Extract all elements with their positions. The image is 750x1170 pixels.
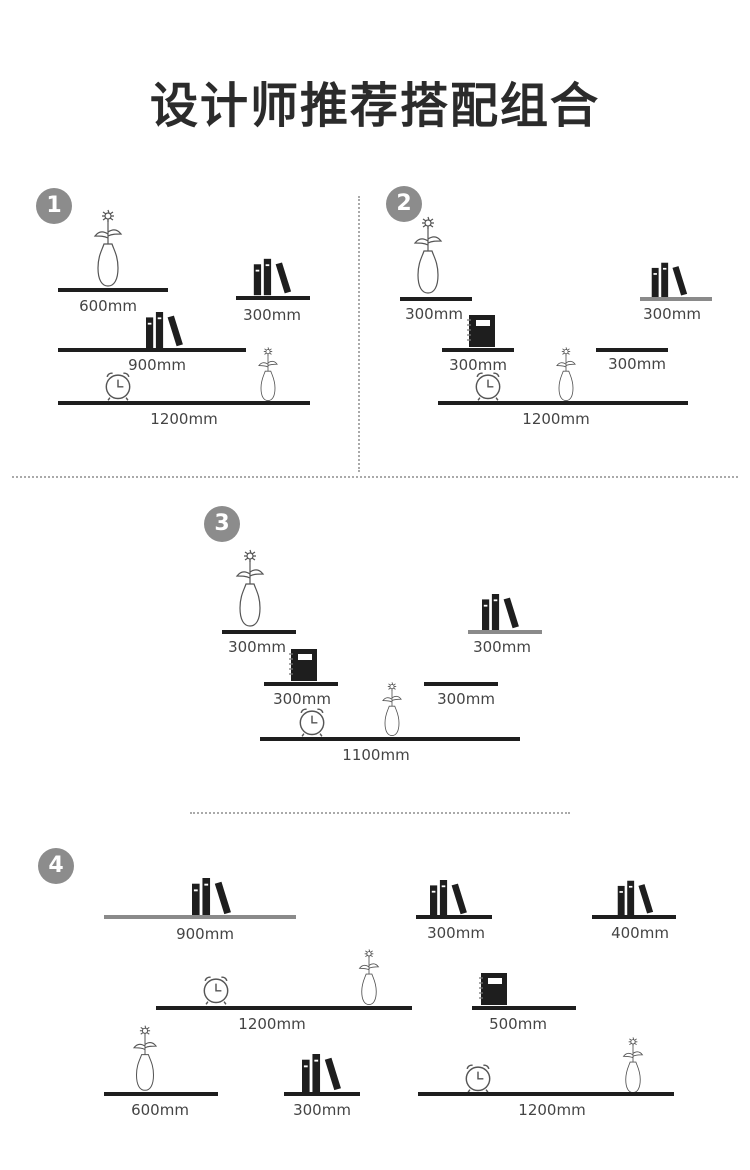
- shelf-label: 900mm: [176, 925, 234, 943]
- books-icon: [252, 258, 292, 296]
- shelf-label: 300mm: [643, 305, 701, 323]
- notebook-icon: [288, 648, 318, 682]
- shelf-1200mm: [156, 1006, 412, 1010]
- books-icon: [190, 878, 232, 916]
- flower-vase-icon: [618, 1036, 648, 1094]
- shelf-1200mm: [438, 401, 688, 405]
- shelf-label: 300mm: [427, 924, 485, 942]
- books-icon: [650, 262, 688, 298]
- shelf-label: 1100mm: [342, 746, 410, 764]
- shelf-label: 600mm: [131, 1101, 189, 1119]
- notebook-icon: [478, 972, 508, 1006]
- books-icon: [428, 880, 468, 916]
- page-title: 设计师推荐搭配组合: [149, 78, 600, 134]
- shelf-label: 300mm: [449, 356, 507, 374]
- shelf-label: 1200mm: [238, 1015, 306, 1033]
- alarm-clock-icon: [470, 368, 506, 402]
- shelf-900mm: [58, 348, 246, 352]
- shelf-300mm: [236, 296, 310, 300]
- flower-vase-icon: [378, 680, 406, 738]
- shelf-label: 600mm: [79, 297, 137, 315]
- books-icon: [480, 594, 520, 630]
- shelf-label: 1200mm: [150, 410, 218, 428]
- shelf-label: 300mm: [473, 638, 531, 656]
- shelf-600mm: [58, 288, 168, 292]
- flower-vase-icon: [408, 214, 448, 296]
- shelf-label: 500mm: [489, 1015, 547, 1033]
- shelf-1100mm: [260, 737, 520, 741]
- shelf-400mm: [592, 915, 676, 919]
- shelf-300mm: [424, 682, 498, 686]
- flower-vase-icon: [552, 346, 580, 402]
- shelf-label: 300mm: [405, 305, 463, 323]
- shelf-label: 300mm: [437, 690, 495, 708]
- shelf-300mm: [442, 348, 514, 352]
- alarm-clock-icon: [198, 972, 234, 1006]
- alarm-clock-icon: [460, 1060, 496, 1094]
- books-icon: [300, 1054, 342, 1092]
- shelf-label: 300mm: [228, 638, 286, 656]
- flower-vase-icon: [254, 346, 282, 402]
- books-icon: [616, 880, 654, 916]
- shelf-300mm: [416, 915, 492, 919]
- shelf-300mm: [400, 297, 472, 301]
- shelf-300mm: [284, 1092, 360, 1096]
- alarm-clock-icon: [100, 368, 136, 402]
- shelf-300mm: [222, 630, 296, 634]
- flower-vase-icon: [128, 1024, 162, 1092]
- combo-badge-3: 3: [204, 506, 240, 542]
- shelf-500mm: [472, 1006, 576, 1010]
- combo-badge-4: 4: [38, 848, 74, 884]
- vertical-divider: [358, 196, 360, 472]
- shelf-300mm: [468, 630, 542, 634]
- shelf-300mm: [640, 297, 712, 301]
- shelf-300mm: [264, 682, 338, 686]
- shelf-300mm: [596, 348, 668, 352]
- shelf-label: 1200mm: [522, 410, 590, 428]
- shelf-label: 300mm: [293, 1101, 351, 1119]
- shelf-label: 400mm: [611, 924, 669, 942]
- combo-badge-1: 1: [36, 188, 72, 224]
- shelf-label: 1200mm: [518, 1101, 586, 1119]
- flower-vase-icon: [230, 546, 270, 630]
- shelf-label: 900mm: [128, 356, 186, 374]
- shelf-1200mm: [418, 1092, 674, 1096]
- flower-vase-icon: [88, 208, 128, 288]
- shelf-900mm: [104, 915, 296, 919]
- shelf-600mm: [104, 1092, 218, 1096]
- flower-vase-icon: [354, 948, 384, 1006]
- shelf-label: 300mm: [608, 355, 666, 373]
- shelf-label: 300mm: [273, 690, 331, 708]
- shelf-label: 300mm: [243, 306, 301, 324]
- books-icon: [144, 312, 184, 348]
- horizontal-divider-top: [12, 476, 738, 478]
- horizontal-divider-middle: [190, 812, 570, 814]
- alarm-clock-icon: [294, 704, 330, 738]
- combo-badge-2: 2: [386, 186, 422, 222]
- shelf-1200mm: [58, 401, 310, 405]
- notebook-icon: [466, 314, 496, 348]
